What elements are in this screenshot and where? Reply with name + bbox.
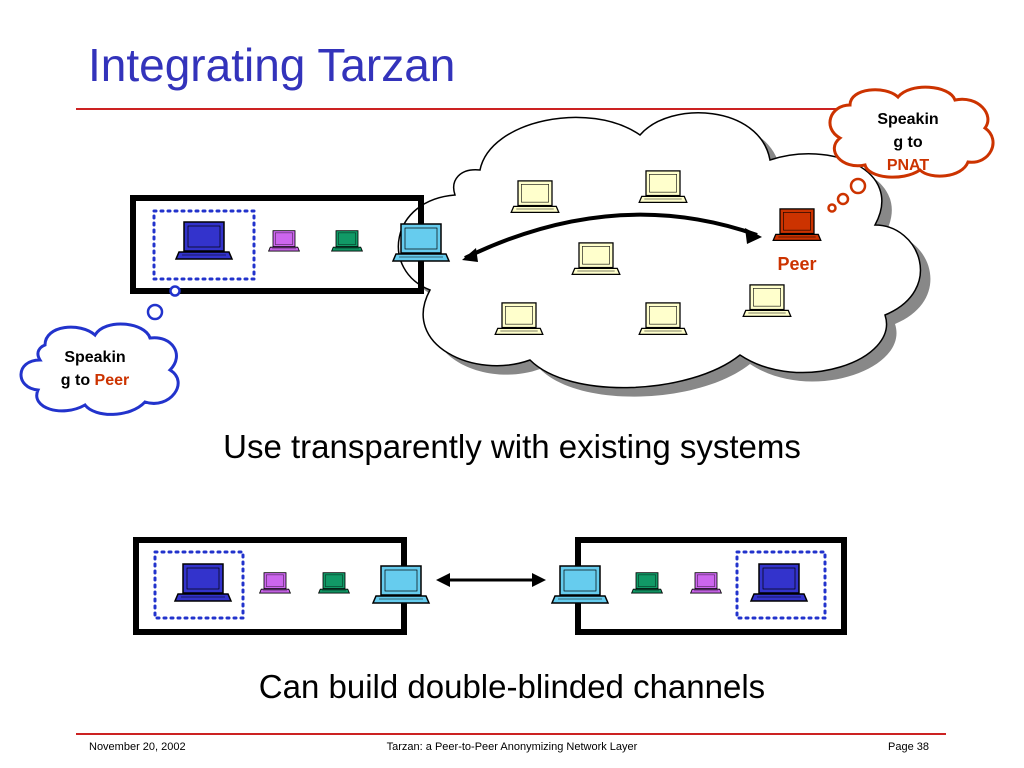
laptop-icon xyxy=(750,563,808,602)
bottom-left-anonymity-boundary xyxy=(153,550,245,620)
peer-laptop-icon xyxy=(571,242,621,275)
laptop-icon xyxy=(175,221,233,260)
tunnel-arrow xyxy=(462,212,762,262)
footer-subject: Tarzan: a Peer-to-Peer Anonymizing Netwo… xyxy=(386,741,638,753)
laptop-icon xyxy=(318,572,350,594)
footer-rule xyxy=(76,733,946,735)
caption-transparent-use: Use transparently with existing systems xyxy=(223,428,801,465)
slide-title: Integrating Tarzan xyxy=(88,39,456,91)
top-anonymity-boundary xyxy=(152,209,256,281)
laptop-icon xyxy=(631,572,663,594)
svg-text:PNAT: PNAT xyxy=(887,157,930,174)
speaking-to-peer-bubble: Speakin g to Peer xyxy=(19,285,181,416)
bottom-right-anonymity-boundary xyxy=(735,550,827,620)
double-blinded-arrow xyxy=(436,573,546,587)
laptop-icon xyxy=(331,230,363,252)
peer-laptop-icon xyxy=(494,302,544,335)
title-rule xyxy=(76,108,946,110)
peer-laptop-icon xyxy=(742,284,792,317)
target-peer-laptop-icon xyxy=(772,208,822,241)
laptop-icon xyxy=(268,230,300,252)
caption-double-blinded: Can build double-blinded channels xyxy=(258,668,766,705)
laptop-icon xyxy=(174,563,232,602)
svg-text:g to: g to xyxy=(893,134,923,151)
laptop-icon xyxy=(551,565,609,604)
footer-page-number: Page 38 xyxy=(888,741,929,753)
speaking-to-pnat-bubble: Speakin g to PNAT xyxy=(827,85,995,213)
laptop-icon xyxy=(372,565,430,604)
laptop-icon xyxy=(690,572,722,594)
svg-text:g to Peer: g to Peer xyxy=(61,372,129,389)
svg-text:Speakin: Speakin xyxy=(64,349,125,366)
peer-laptop-icon xyxy=(638,170,688,203)
laptop-icon xyxy=(392,223,450,262)
laptop-icon xyxy=(259,572,291,594)
peer-laptop-icon xyxy=(510,180,560,213)
svg-text:Speakin: Speakin xyxy=(877,111,938,128)
peer-label: Peer xyxy=(777,254,816,274)
footer-date: November 20, 2002 xyxy=(89,741,186,753)
peer-laptop-icon xyxy=(638,302,688,335)
